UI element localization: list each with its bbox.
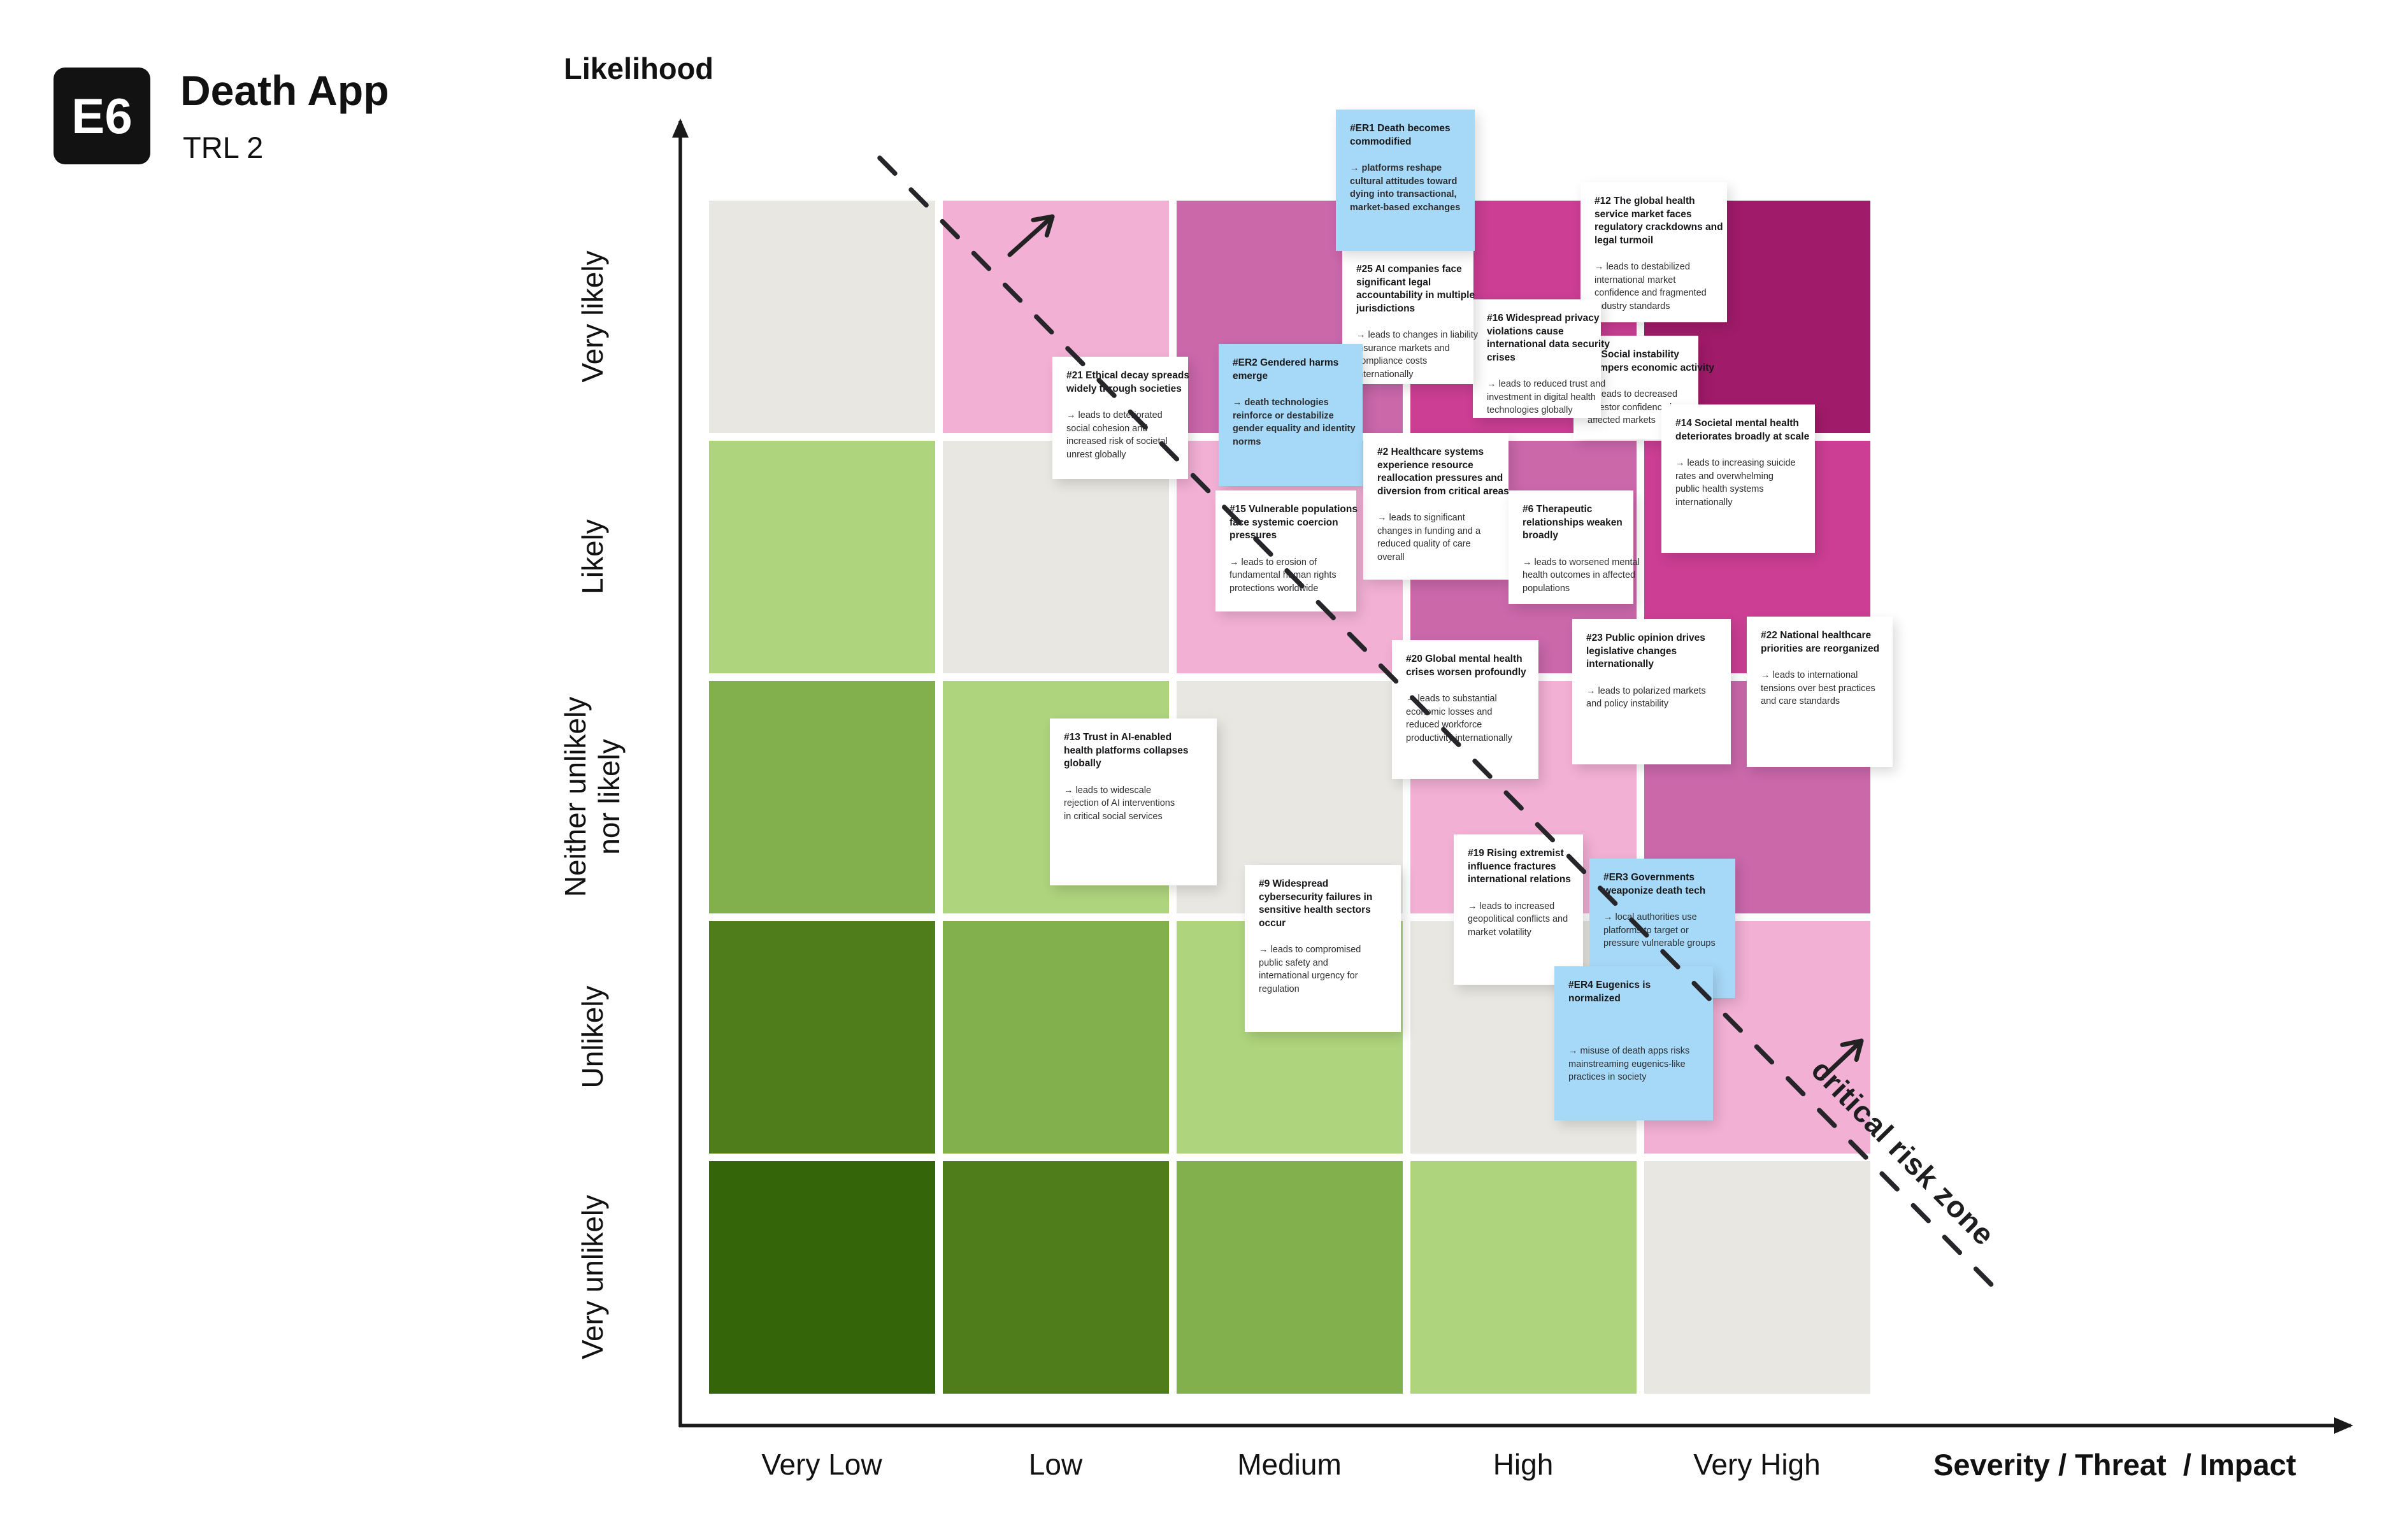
sticky-note-body: → leads to widescale rejection of AI int…	[1064, 785, 1175, 822]
matrix-cell-r5-c4	[1410, 1161, 1637, 1394]
sticky-note-body: → leads to increasing suicide rates and …	[1675, 458, 1796, 508]
y-tick-very-unlikely: Very unlikely	[575, 1194, 609, 1360]
sticky-note-body: → leads to international tensions over b…	[1761, 670, 1875, 706]
x-tick-medium: Medium	[1237, 1448, 1342, 1481]
y-axis-title: Likelihood	[564, 52, 713, 85]
sticky-note-title: #4 Social instability hampers economic a…	[1587, 349, 1714, 373]
sticky-note-ER4[interactable]: #ER4 Eugenics is normalized → misuse of d…	[1554, 966, 1713, 1120]
sticky-note-body: → leads to erosion of fundamental human …	[1229, 557, 1337, 594]
matrix-cell-r2-c1	[709, 441, 935, 673]
x-tick-very-high: Very High	[1693, 1448, 1821, 1481]
matrix-cell-r5-c2	[943, 1161, 1169, 1394]
matrix-cell-r4-c2	[943, 921, 1169, 1154]
sticky-note-title: #14 Societal mental health deteriorates …	[1675, 418, 1810, 442]
sticky-note-title: #19 Rising extremist influence fractures…	[1468, 848, 1571, 885]
sticky-note-ER1[interactable]: #ER1 Death becomes commodified → platform…	[1336, 110, 1475, 251]
matrix-cell-r5-c5	[1644, 1161, 1870, 1394]
sticky-note-title: #ER3 Governments weaponize death tech	[1603, 872, 1706, 896]
sticky-note-title: #23 Public opinion drives legislative ch…	[1586, 633, 1705, 669]
page-subtitle: TRL 2	[183, 131, 264, 164]
sticky-note-ER2[interactable]: #ER2 Gendered harms emerge → death techno…	[1219, 344, 1363, 486]
sticky-note-12[interactable]: #12 The global health service market fac…	[1580, 182, 1727, 322]
matrix-cell-r5-c3	[1177, 1161, 1403, 1394]
sticky-note-title: #2 Healthcare systems experience resourc…	[1377, 447, 1509, 497]
sticky-note-13[interactable]: #13 Trust in AI-enabled health platforms…	[1050, 718, 1217, 885]
sticky-note-title: #12 The global health service market fac…	[1595, 196, 1723, 246]
matrix-cell-r4-c1	[709, 921, 935, 1154]
sticky-note-title: #16 Widespread privacy violations cause …	[1487, 313, 1610, 363]
sticky-note-body: → leads to destabilized international ma…	[1595, 262, 1707, 311]
sticky-note-body: → leads to polarized markets and policy …	[1586, 685, 1706, 710]
sticky-note-title: #22 National healthcare priorities are r…	[1761, 630, 1880, 654]
sticky-note-title: #ER4 Eugenics is normalized	[1568, 980, 1651, 1004]
sticky-note-title: #13 Trust in AI-enabled health platforms…	[1064, 732, 1189, 769]
x-tick-high: High	[1493, 1448, 1554, 1481]
sticky-note-body: → leads to worsened mental health outcom…	[1523, 557, 1640, 594]
sticky-note-body: → misuse of death apps risks mainstreami…	[1568, 1046, 1690, 1082]
sticky-note-title: #15 Vulnerable populations face systemic…	[1229, 504, 1358, 541]
matrix-cell-r1-c1	[709, 201, 935, 433]
sticky-note-body: → leads to significant changes in fundin…	[1377, 513, 1481, 562]
sticky-note-title: #ER2 Gendered harms emerge	[1233, 357, 1339, 382]
sticky-note-body: → death technologies reinforce or destab…	[1233, 397, 1356, 447]
sticky-note-body: → leads to changes in liability insuranc…	[1356, 330, 1479, 380]
page-title: Death App	[180, 67, 389, 114]
matrix-cell-r3-c1	[709, 681, 935, 913]
sticky-note-15[interactable]: #15 Vulnerable populations face systemic…	[1215, 490, 1358, 611]
x-axis-title: Severity / Threat / Impact	[1933, 1448, 2297, 1482]
x-tick-low: Low	[1028, 1448, 1083, 1481]
sticky-note-body: → leads to deteriorated social cohesion …	[1066, 410, 1168, 460]
sticky-note-21[interactable]: #21 Ethical decay spreads widely through…	[1052, 357, 1190, 479]
sticky-note-body: → leads to increased geopolitical confli…	[1468, 901, 1568, 938]
sticky-note-body: → platforms reshape cultural attitudes t…	[1350, 163, 1461, 213]
sticky-note-title: #ER1 Death becomes commodified	[1350, 123, 1451, 147]
sticky-note-9[interactable]: #9 Widespread cybersecurity failures in …	[1245, 865, 1401, 1032]
matrix-cell-r5-c1	[709, 1161, 935, 1394]
sticky-note-14[interactable]: #14 Societal mental health deteriorates …	[1661, 404, 1815, 553]
project-badge: E6	[54, 68, 150, 164]
project-badge-label: E6	[71, 87, 133, 144]
sticky-note-title: #21 Ethical decay spreads widely through…	[1066, 370, 1190, 394]
sticky-note-title: #9 Widespread cybersecurity failures in …	[1259, 878, 1373, 929]
sticky-note-body: → local authorities use platforms to tar…	[1603, 912, 1716, 948]
sticky-note-body: → leads to compromised public safety and…	[1259, 945, 1361, 994]
sticky-note-title: #25 AI companies face significant legal …	[1356, 264, 1475, 314]
sticky-note-23[interactable]: #23 Public opinion drives legislative ch…	[1572, 619, 1731, 764]
sticky-note-body: → leads to reduced trust and investment …	[1487, 379, 1606, 415]
sticky-note-body: → leads to substantial economic losses a…	[1406, 694, 1512, 743]
sticky-note-22[interactable]: #22 National healthcare priorities are r…	[1747, 617, 1893, 767]
sticky-note-16[interactable]: #16 Widespread privacy violations cause …	[1473, 299, 1610, 418]
sticky-note-title: #20 Global mental health crises worsen p…	[1406, 654, 1526, 678]
sticky-note-6[interactable]: #6 Therapeutic relationships weaken broa…	[1509, 490, 1640, 604]
sticky-note-2[interactable]: #2 Healthcare systems experience resourc…	[1363, 433, 1509, 580]
x-tick-very-low: Very Low	[761, 1448, 882, 1481]
sticky-note-19[interactable]: #19 Rising extremist influence fractures…	[1454, 834, 1583, 985]
sticky-note-20[interactable]: #20 Global mental health crises worsen p…	[1392, 640, 1538, 779]
sticky-note-title: #6 Therapeutic relationships weaken broa…	[1523, 504, 1623, 541]
